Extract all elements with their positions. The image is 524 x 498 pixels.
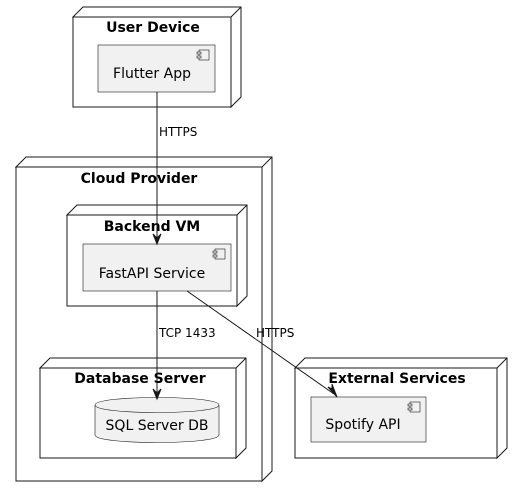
node-database-server-title: Database Server	[74, 371, 205, 387]
edge-line	[186, 290, 335, 395]
database-sql-server-db-label: SQL Server DB	[106, 418, 209, 434]
component-spotify-api-box[interactable]	[310, 396, 427, 443]
component-fastapi-service-label: FastAPI Service	[99, 266, 205, 282]
node-external-services-title: External Services	[328, 371, 465, 387]
arrowhead-icon	[152, 233, 162, 246]
edge-app-to-api-label: HTTPS	[159, 125, 197, 139]
component-flutter-app-label: Flutter App	[113, 66, 191, 82]
component-flutter-app[interactable]: Flutter App	[97, 44, 216, 93]
component-spotify-api-label: Spotify API	[325, 417, 400, 433]
component-icon	[196, 49, 210, 61]
component-fastapi-service-box[interactable]	[82, 243, 232, 292]
edge-api-to-spotify-label: HTTPS	[256, 326, 294, 340]
edge-app-to-api: HTTPS	[152, 92, 197, 246]
node-cloud-provider-title: Cloud Provider	[81, 171, 198, 187]
database-sql-server-db[interactable]: SQL Server DB	[94, 397, 220, 443]
component-icon	[212, 248, 226, 260]
component-fastapi-service[interactable]: FastAPI Service	[82, 243, 232, 292]
component-spotify-api[interactable]: Spotify API	[310, 396, 427, 443]
arrowhead-icon	[327, 383, 338, 398]
edge-api-to-spotify: HTTPS	[186, 290, 338, 398]
arrowhead-icon	[152, 388, 162, 401]
edge-api-to-db: TCP 1433	[152, 291, 216, 401]
node-backend-vm-title: Backend VM	[104, 219, 200, 235]
node-user-device-title: User Device	[106, 20, 200, 36]
edge-api-to-db-label: TCP 1433	[158, 326, 216, 340]
component-icon	[407, 401, 421, 413]
component-flutter-app-box[interactable]	[97, 44, 216, 93]
